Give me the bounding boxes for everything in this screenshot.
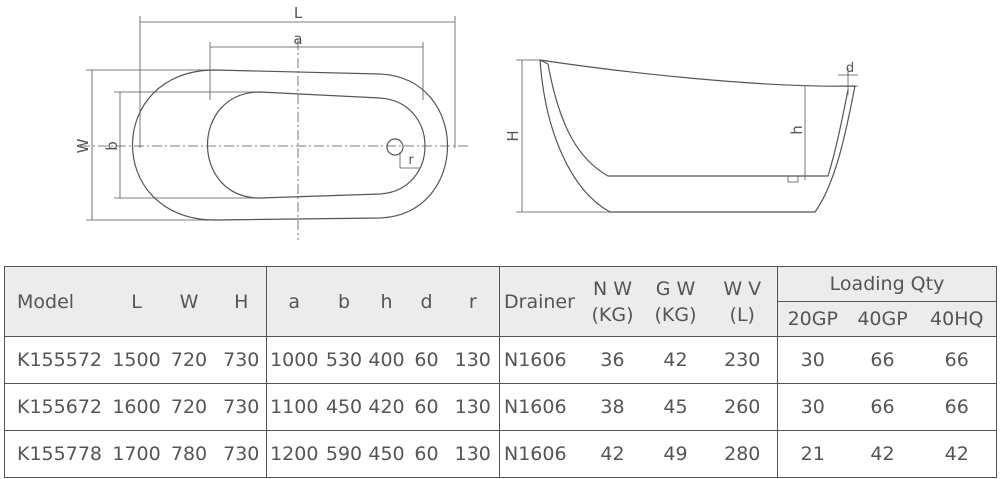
- header-H: H: [216, 266, 267, 337]
- header-gw-unit: (KG): [654, 303, 697, 326]
- table-row: K155672 1600 720 730 1100 450 420 60 130…: [4, 383, 998, 431]
- cell-r: 130: [446, 336, 500, 384]
- label-d: d: [846, 61, 854, 76]
- table-header-row: Model L W H a b h d r Drainer N W (KG) G …: [4, 266, 998, 337]
- cell-W: 720: [161, 336, 217, 384]
- header-gw: G W (KG): [643, 266, 708, 337]
- cell-wv: 280: [707, 430, 778, 478]
- header-nw-label: N W: [592, 277, 633, 300]
- cell-W: 720: [161, 383, 217, 431]
- cell-W: 780: [161, 430, 217, 478]
- label-L: L: [294, 4, 303, 22]
- header-W: W: [161, 266, 217, 337]
- header-L: L: [111, 266, 162, 337]
- drain-circle: [386, 138, 404, 156]
- label-W: W: [74, 138, 92, 153]
- cell-wv: 260: [707, 383, 778, 431]
- header-wv-label: W V: [723, 277, 762, 300]
- top-view-inner-basin: [206, 91, 426, 199]
- cell-H: 730: [216, 336, 267, 384]
- cell-nw: 42: [581, 430, 644, 478]
- cell-40gp: 66: [847, 336, 918, 384]
- cell-gw: 42: [643, 336, 708, 384]
- cell-20gp: 30: [777, 336, 848, 384]
- cell-b: 450: [321, 383, 367, 431]
- cell-nw: 36: [581, 336, 644, 384]
- cell-drainer: N1606: [499, 430, 582, 478]
- cell-L: 1700: [111, 430, 162, 478]
- header-drainer: Drainer: [499, 266, 582, 337]
- table-row: K155572 1500 720 730 1000 530 400 60 130…: [4, 336, 998, 384]
- label-a: a: [293, 30, 302, 48]
- cell-L: 1600: [111, 383, 162, 431]
- cell-drainer: N1606: [499, 336, 582, 384]
- cell-gw: 49: [643, 430, 708, 478]
- cell-gw: 45: [643, 383, 708, 431]
- cell-drainer: N1606: [499, 383, 582, 431]
- side-view-inner-basin: [547, 63, 849, 177]
- cell-a: 1100: [266, 383, 322, 431]
- cell-d: 60: [406, 336, 447, 384]
- cell-model: K155572: [4, 336, 112, 384]
- label-b: b: [103, 141, 121, 151]
- cell-r: 130: [446, 430, 500, 478]
- cell-a: 1000: [266, 336, 322, 384]
- header-20gp: 20GP: [777, 301, 848, 337]
- header-nw-unit: (KG): [591, 303, 634, 326]
- header-b: b: [321, 266, 367, 337]
- technical-drawing: L a W b r H h d: [74, 4, 858, 240]
- header-a: a: [266, 266, 322, 337]
- cell-b: 590: [321, 430, 367, 478]
- cell-d: 60: [406, 430, 447, 478]
- header-40gp: 40GP: [847, 301, 918, 337]
- header-loading-qty: Loading Qty: [776, 266, 998, 302]
- cell-a: 1200: [266, 430, 322, 478]
- cell-h: 450: [366, 430, 407, 478]
- cell-h: 400: [366, 336, 407, 384]
- cell-L: 1500: [111, 336, 162, 384]
- label-H: H: [504, 130, 522, 141]
- cell-40gp: 42: [847, 430, 918, 478]
- header-nw: N W (KG): [581, 266, 644, 337]
- cell-d: 60: [406, 383, 447, 431]
- cell-b: 530: [321, 336, 367, 384]
- header-r: r: [446, 266, 500, 337]
- side-view-outer-outline: [539, 59, 856, 213]
- header-40hq: 40HQ: [917, 301, 998, 337]
- cell-40gp: 66: [847, 383, 918, 431]
- cell-nw: 38: [581, 383, 644, 431]
- label-r: r: [408, 153, 414, 168]
- header-wv-unit: (L): [729, 303, 755, 326]
- spec-table: Model L W H a b h d r Drainer N W (KG) G …: [4, 266, 998, 478]
- header-h: h: [366, 266, 407, 337]
- cell-r: 130: [446, 383, 500, 431]
- cell-20gp: 21: [777, 430, 848, 478]
- header-gw-label: G W: [655, 277, 696, 300]
- cell-H: 730: [216, 430, 267, 478]
- header-wv: W V (L): [707, 266, 778, 337]
- cell-40hq: 42: [917, 430, 998, 478]
- table-subheader-row: 20GP 40GP 40HQ: [5, 301, 998, 337]
- cell-40hq: 66: [917, 336, 998, 384]
- cell-model: K155778: [4, 430, 112, 478]
- cell-40hq: 66: [917, 383, 998, 431]
- label-h: h: [788, 125, 806, 135]
- cell-model: K155672: [4, 383, 112, 431]
- table-row: K155778 1700 780 730 1200 590 450 60 130…: [4, 430, 998, 478]
- header-d: d: [406, 266, 447, 337]
- cell-h: 420: [366, 383, 407, 431]
- header-model: Model: [4, 266, 112, 337]
- cell-H: 730: [216, 383, 267, 431]
- cell-wv: 230: [707, 336, 778, 384]
- cell-20gp: 30: [777, 383, 848, 431]
